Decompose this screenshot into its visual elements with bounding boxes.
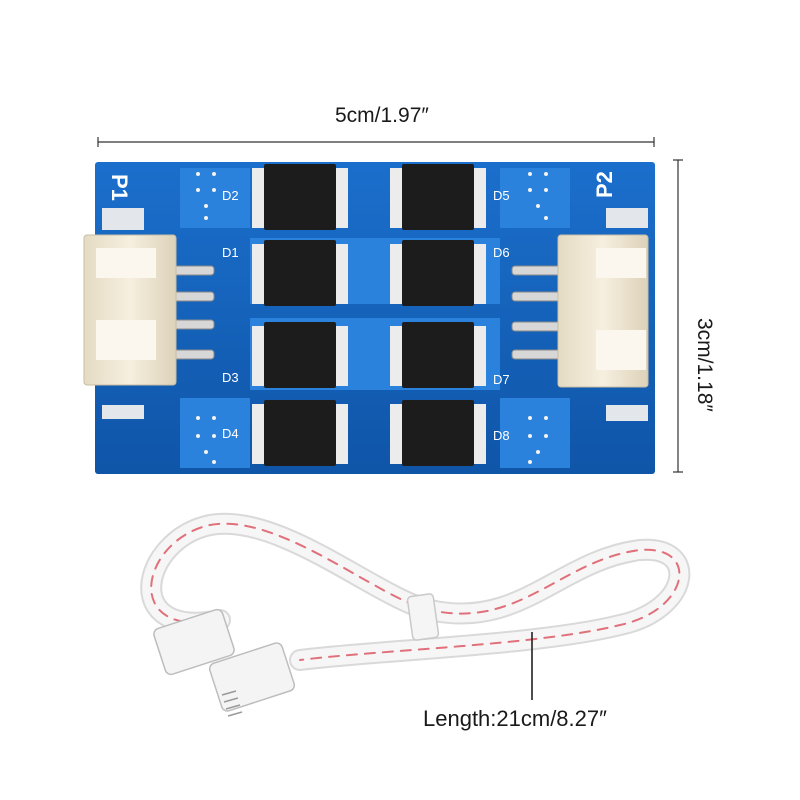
diode-label-d5: D5 <box>493 188 510 203</box>
connector-p1 <box>83 234 215 386</box>
diode-array <box>252 164 486 466</box>
diode-label-d4: D4 <box>222 426 239 441</box>
connector-p2 <box>511 234 649 388</box>
connector-label-p2: P2 <box>592 171 617 198</box>
diode-label-d3: D3 <box>222 370 239 385</box>
diode-label-d6: D6 <box>493 245 510 260</box>
cable-length-label: Length:21cm/8.27″ <box>423 706 607 731</box>
height-dimension-line <box>673 159 683 473</box>
cable-connector-a <box>153 608 235 676</box>
height-dimension-label: 3cm/1.18″ <box>693 318 716 412</box>
diode-label-d7: D7 <box>493 372 510 387</box>
diode-label-d2: D2 <box>222 188 239 203</box>
width-dimension-line <box>97 137 655 147</box>
diode-label-d8: D8 <box>493 428 510 443</box>
cable-clip <box>406 593 440 641</box>
diode-label-d1: D1 <box>222 245 239 260</box>
cable-connector-b <box>208 642 296 717</box>
via-grid <box>196 172 548 464</box>
connector-label-p1: P1 <box>107 174 132 201</box>
width-dimension-label: 5cm/1.97″ <box>335 104 429 127</box>
ribbon-cable <box>140 512 691 671</box>
